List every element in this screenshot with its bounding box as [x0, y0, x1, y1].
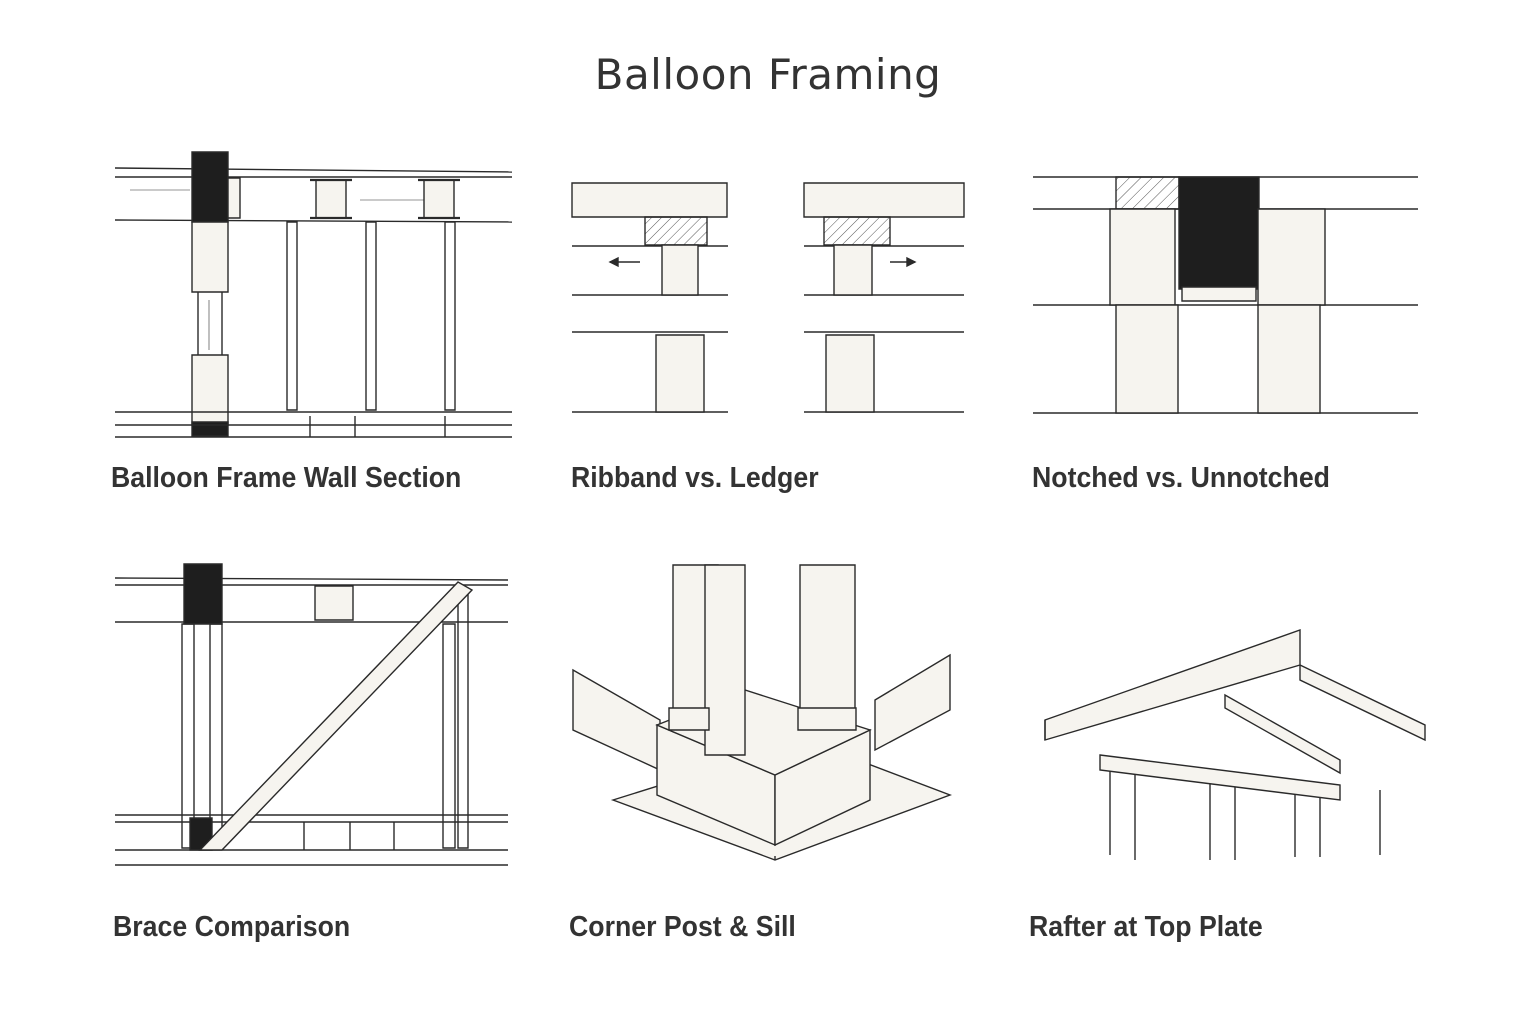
notched-unnotched-drawing — [1030, 175, 1420, 420]
caption-ribband-ledger: Ribband vs. Ledger — [571, 462, 819, 494]
ribband-ledger-drawing — [570, 180, 970, 420]
panel-corner-post-sill — [565, 560, 960, 860]
caption-notched-unnotched: Notched vs. Unnotched — [1032, 462, 1330, 494]
panel-ribband-ledger — [570, 180, 970, 420]
rafter-top-plate-drawing — [1040, 625, 1430, 865]
ribband-half — [572, 183, 728, 412]
ledger-half — [804, 183, 964, 412]
caption-wall-section: Balloon Frame Wall Section — [111, 462, 462, 494]
brace-comparison-drawing — [110, 560, 520, 865]
caption-brace-comparison: Brace Comparison — [113, 911, 351, 943]
panel-notched-unnotched — [1030, 175, 1420, 420]
caption-rafter-top-plate: Rafter at Top Plate — [1029, 911, 1263, 943]
corner-post-sill-drawing — [565, 560, 960, 860]
panel-brace-comparison — [110, 560, 520, 865]
panel-wall-section — [110, 150, 520, 440]
panel-rafter-top-plate — [1040, 625, 1430, 865]
wall-section-drawing — [110, 150, 520, 440]
page-title: Balloon Framing — [594, 50, 942, 99]
caption-corner-post-sill: Corner Post & Sill — [569, 911, 796, 943]
